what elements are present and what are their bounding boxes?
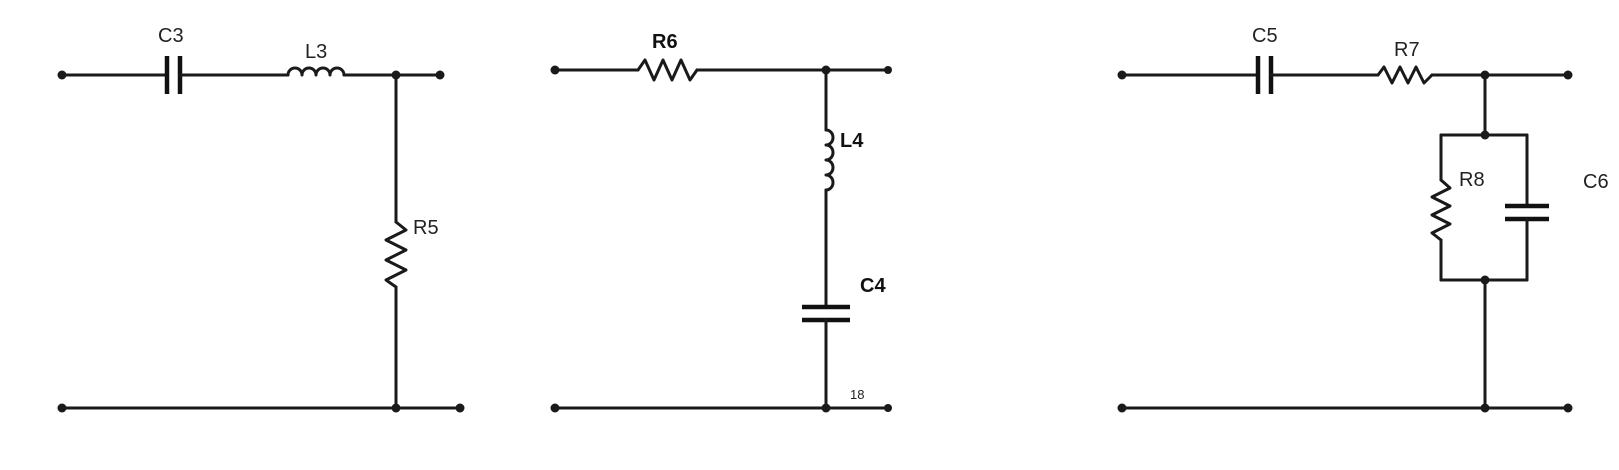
- annotation-18: 18: [850, 387, 864, 402]
- capacitor-c3: [164, 56, 183, 94]
- label-c3: C3: [158, 25, 184, 47]
- resistor-r7: [1376, 65, 1434, 85]
- circuit-1: C3 L3 R5: [57, 25, 465, 413]
- terminal: [884, 66, 892, 74]
- label-c5: C5: [1252, 25, 1278, 47]
- capacitor-c6: [1505, 203, 1549, 222]
- label-r5: R5: [413, 217, 439, 239]
- terminal: [57, 70, 67, 80]
- label-r7: R7: [1394, 39, 1420, 61]
- resistor-r5: [384, 220, 408, 289]
- terminal: [1563, 70, 1573, 80]
- terminal: [884, 404, 892, 412]
- junction: [391, 403, 401, 413]
- resistor-r6: [636, 58, 699, 82]
- label-l3: L3: [305, 41, 327, 63]
- label-r8: R8: [1459, 169, 1485, 191]
- junction: [821, 403, 831, 413]
- junction: [821, 65, 831, 75]
- terminal: [57, 403, 67, 413]
- label-r6: R6: [652, 31, 678, 53]
- circuit-2: R6 L4 C4 18: [550, 31, 892, 413]
- terminal: [435, 70, 445, 80]
- junction: [1480, 130, 1490, 140]
- terminal: [550, 403, 560, 413]
- inductor-l3: [286, 66, 346, 77]
- capacitor-c5: [1255, 56, 1274, 94]
- inductor-l4: [824, 128, 835, 192]
- resistor-r8: [1430, 178, 1452, 242]
- capacitor-c4: [802, 304, 850, 323]
- label-c4: C4: [860, 275, 886, 297]
- junction: [1480, 70, 1490, 80]
- terminal: [550, 65, 560, 75]
- label-c6: C6: [1583, 171, 1609, 193]
- junction: [1480, 403, 1490, 413]
- label-l4: L4: [840, 130, 864, 152]
- terminal: [455, 403, 465, 413]
- junction: [1480, 275, 1490, 285]
- junction: [391, 70, 401, 80]
- terminal: [1117, 70, 1127, 80]
- circuit-3: C5 R7 R8 C6: [1117, 25, 1609, 413]
- terminal: [1563, 403, 1573, 413]
- terminal: [1117, 403, 1127, 413]
